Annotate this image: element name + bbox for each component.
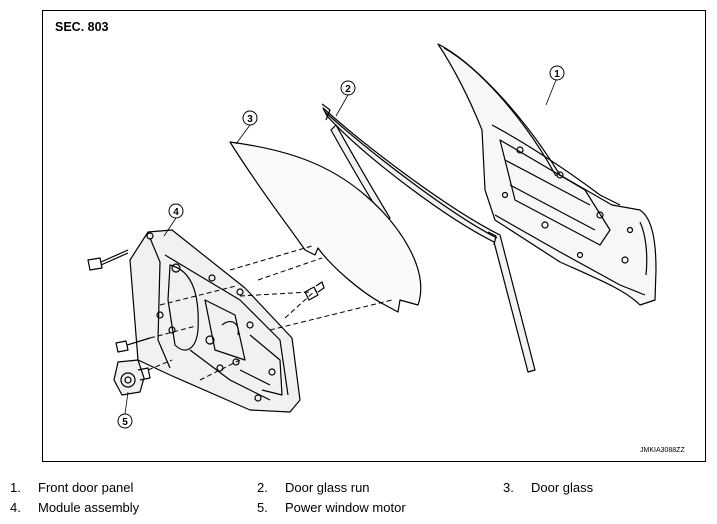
callout-5: 5 [117,413,133,429]
legend-number-4: 4. [10,500,21,515]
callout-4: 4 [168,203,184,219]
legend-number-5: 5. [257,500,268,515]
assembly-lines [147,245,393,381]
section-label: SEC. 803 [55,20,109,34]
legend-number-3: 3. [503,480,514,495]
legend-label-3: Door glass [531,480,594,495]
callout-1: 1 [549,65,565,81]
power-window-motor [113,359,151,396]
svg-text:1: 1 [554,69,560,80]
svg-text:4: 4 [173,207,179,218]
legend-label-1: Front door panel [38,480,134,495]
bolt-middle [304,281,325,301]
svg-text:5: 5 [122,417,128,428]
reference-code: JMKIA3088ZZ [640,447,685,454]
svg-text:2: 2 [345,84,351,95]
legend-label-2: Door glass run [285,480,370,495]
bolt-left-upper [87,249,129,271]
svg-text:3: 3 [247,114,253,125]
legend-label-5: Power window motor [285,500,406,515]
callout-3: 3 [242,110,258,126]
legend-label-4: Module assembly [38,500,140,515]
callout-2: 2 [340,80,356,96]
front-door-panel [437,43,657,306]
callout-leaders [124,79,557,415]
door-glass [229,141,422,313]
legend-number-1: 1. [10,480,21,495]
diagram-frame [42,10,706,462]
legend-number-2: 2. [257,480,268,495]
door-glass-run [321,103,536,373]
module-assembly [129,229,301,413]
bolt-left-lower [115,337,151,353]
